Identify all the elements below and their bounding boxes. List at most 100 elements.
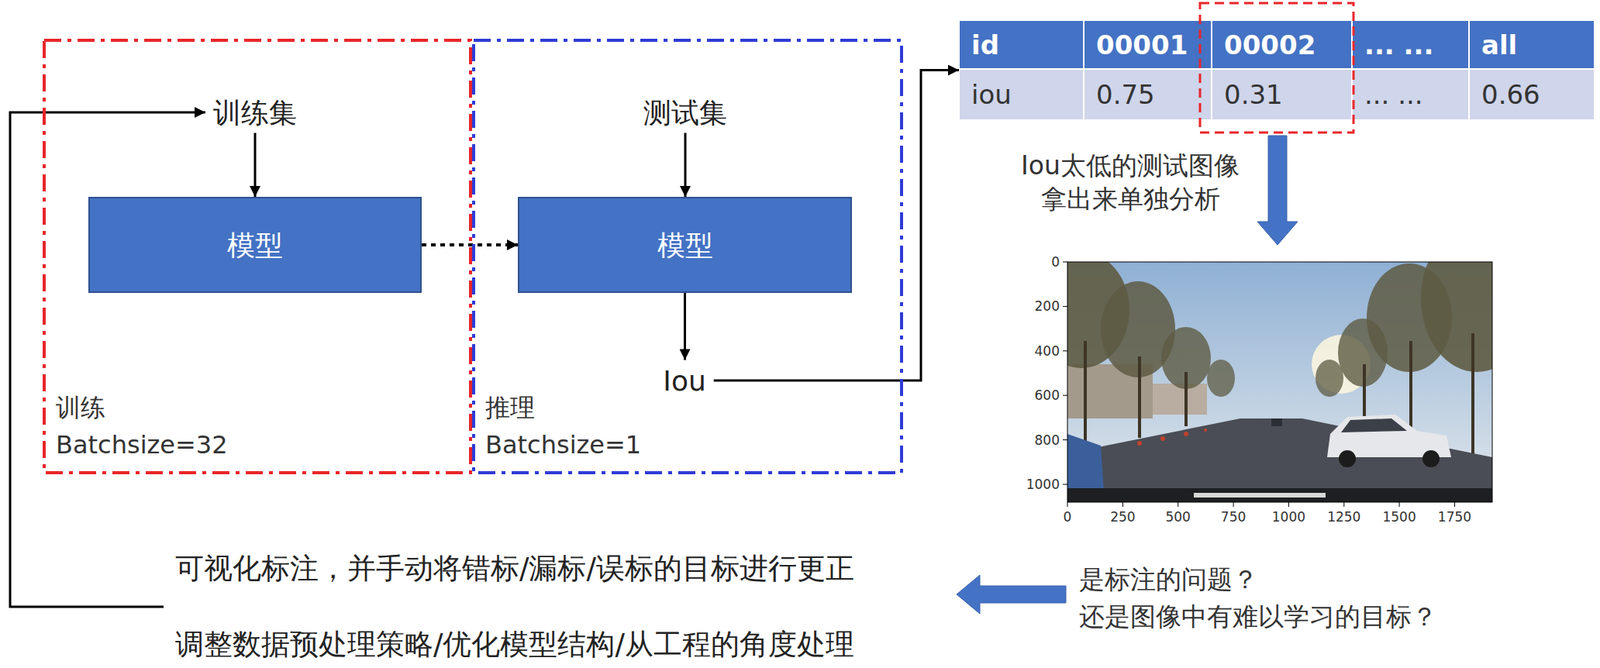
traffic-cones — [1137, 428, 1207, 446]
tick-label: 1000 — [1026, 476, 1060, 493]
iou-table: id 00001 00002 ... ... all iou 0.75 0.31 ... ...… — [958, 20, 1595, 121]
tree-group — [1067, 262, 1493, 397]
tick-label: 800 — [1034, 431, 1060, 448]
tick — [1062, 439, 1068, 441]
dashboard — [1067, 488, 1493, 503]
table-cell — [1083, 68, 1212, 121]
table-header: all — [1481, 29, 1518, 61]
table-header: 00001 — [1096, 29, 1188, 61]
stage-name: 推理 — [485, 389, 642, 427]
node-text: 测试集 — [643, 95, 728, 131]
trunk — [1137, 356, 1142, 438]
table-header: 00002 — [1224, 29, 1316, 61]
table-cell: 0.66 — [1468, 68, 1595, 121]
flow-arrow — [254, 133, 257, 198]
tick-label: 1250 — [1327, 509, 1361, 525]
highlight-box — [1200, 3, 1354, 133]
table-cell: 00001 — [1083, 20, 1212, 69]
table-header-cell — [958, 20, 1084, 69]
tick — [1288, 502, 1290, 507]
frame-caption: 推理Batchsize=1 — [485, 389, 642, 464]
tree — [1206, 359, 1235, 397]
table-cell — [1468, 68, 1595, 121]
node-text: Iou — [662, 363, 706, 399]
building — [1152, 383, 1207, 415]
inference-frame: 测试集模型 Iou 推理Batchsize=1 — [472, 38, 904, 475]
table-value: 0.75 — [1096, 79, 1156, 111]
table-cell: 0.75 — [1083, 68, 1212, 121]
car-window — [1341, 418, 1407, 433]
flow-arrow — [683, 293, 687, 361]
road — [1067, 418, 1493, 503]
table-grid — [958, 20, 1595, 121]
table-value: iou — [971, 79, 1012, 111]
tick-label: 1500 — [1382, 509, 1416, 525]
note-text: Iou太低的测试图像 拿出来单独分析 — [998, 149, 1263, 217]
tick — [1062, 484, 1068, 486]
tick-label: 600 — [1034, 387, 1060, 404]
tick — [1343, 502, 1345, 507]
table-header-cell — [1211, 20, 1352, 69]
tick-label: 1750 — [1437, 509, 1472, 525]
tick-label: 500 — [1165, 509, 1190, 525]
plot-frame — [1067, 262, 1493, 503]
model-box: 模型 — [517, 196, 852, 294]
block-arrow — [956, 575, 1066, 614]
trunk — [1083, 341, 1087, 454]
tick — [1177, 502, 1179, 507]
metric-label: Iou — [655, 360, 714, 402]
tick-label: 750 — [1220, 509, 1246, 525]
box-text: 模型 — [657, 227, 714, 263]
tick — [1062, 306, 1068, 307]
table-cell: ... ... — [1351, 20, 1469, 69]
table-cell — [1351, 68, 1469, 121]
table-cell: 00002 — [1211, 20, 1352, 69]
table-cell: 0.31 — [1211, 68, 1352, 121]
table-cell: id — [958, 20, 1084, 69]
tick — [1067, 502, 1069, 507]
timestamp-mark — [1193, 493, 1326, 498]
frame-caption: 训练Batchsize=32 — [55, 389, 228, 464]
table-value: 0.66 — [1481, 79, 1541, 111]
block-arrow — [1257, 135, 1298, 245]
question-text: 是标注的问题？ 还是图像中有难以学习的目标？ — [1079, 561, 1483, 636]
tick — [1399, 502, 1400, 507]
table-header: ... ... — [1364, 29, 1434, 61]
car — [1327, 414, 1452, 468]
tick — [1454, 502, 1456, 507]
stage-name: 训练 — [55, 389, 228, 427]
model-box: 模型 — [88, 196, 422, 294]
distant-car — [1271, 418, 1283, 427]
table-cell: all — [1468, 20, 1595, 69]
table-cell: iou — [958, 68, 1084, 121]
tick — [1062, 262, 1068, 263]
cone — [1203, 428, 1207, 432]
training-frame: 训练集模型训练Batchsize=32 — [42, 38, 473, 475]
cone — [1137, 441, 1142, 446]
wheel — [1422, 450, 1440, 468]
tick-label: 0 — [1051, 254, 1060, 270]
tick-label: 0 — [1063, 509, 1073, 525]
cone — [1160, 436, 1166, 442]
tick — [1122, 502, 1124, 507]
tree — [1315, 359, 1344, 397]
tick — [1062, 350, 1068, 352]
batch-size: Batchsize=1 — [485, 426, 642, 464]
flow-arrow — [684, 133, 687, 198]
table-value: 0.31 — [1224, 79, 1283, 111]
action-notes: 可视化标注，并手动将错标/漏标/误标的目标进行更正调整数据预处理策略/优化模型结… — [163, 549, 864, 665]
tick-label: 200 — [1034, 298, 1060, 314]
batch-size: Batchsize=32 — [55, 426, 228, 464]
tick — [1233, 502, 1235, 507]
tick — [1062, 395, 1068, 397]
axis-ticks — [1062, 262, 1456, 507]
wheel — [1338, 450, 1356, 468]
tick-label: 250 — [1110, 509, 1135, 525]
table-cell — [958, 68, 1084, 121]
dash-dot-border — [44, 40, 471, 473]
tick-label: 400 — [1034, 343, 1060, 359]
table-header-cell — [1083, 20, 1212, 69]
table-value: ... ... — [1364, 79, 1424, 111]
table-cell: ... ... — [1351, 68, 1469, 121]
